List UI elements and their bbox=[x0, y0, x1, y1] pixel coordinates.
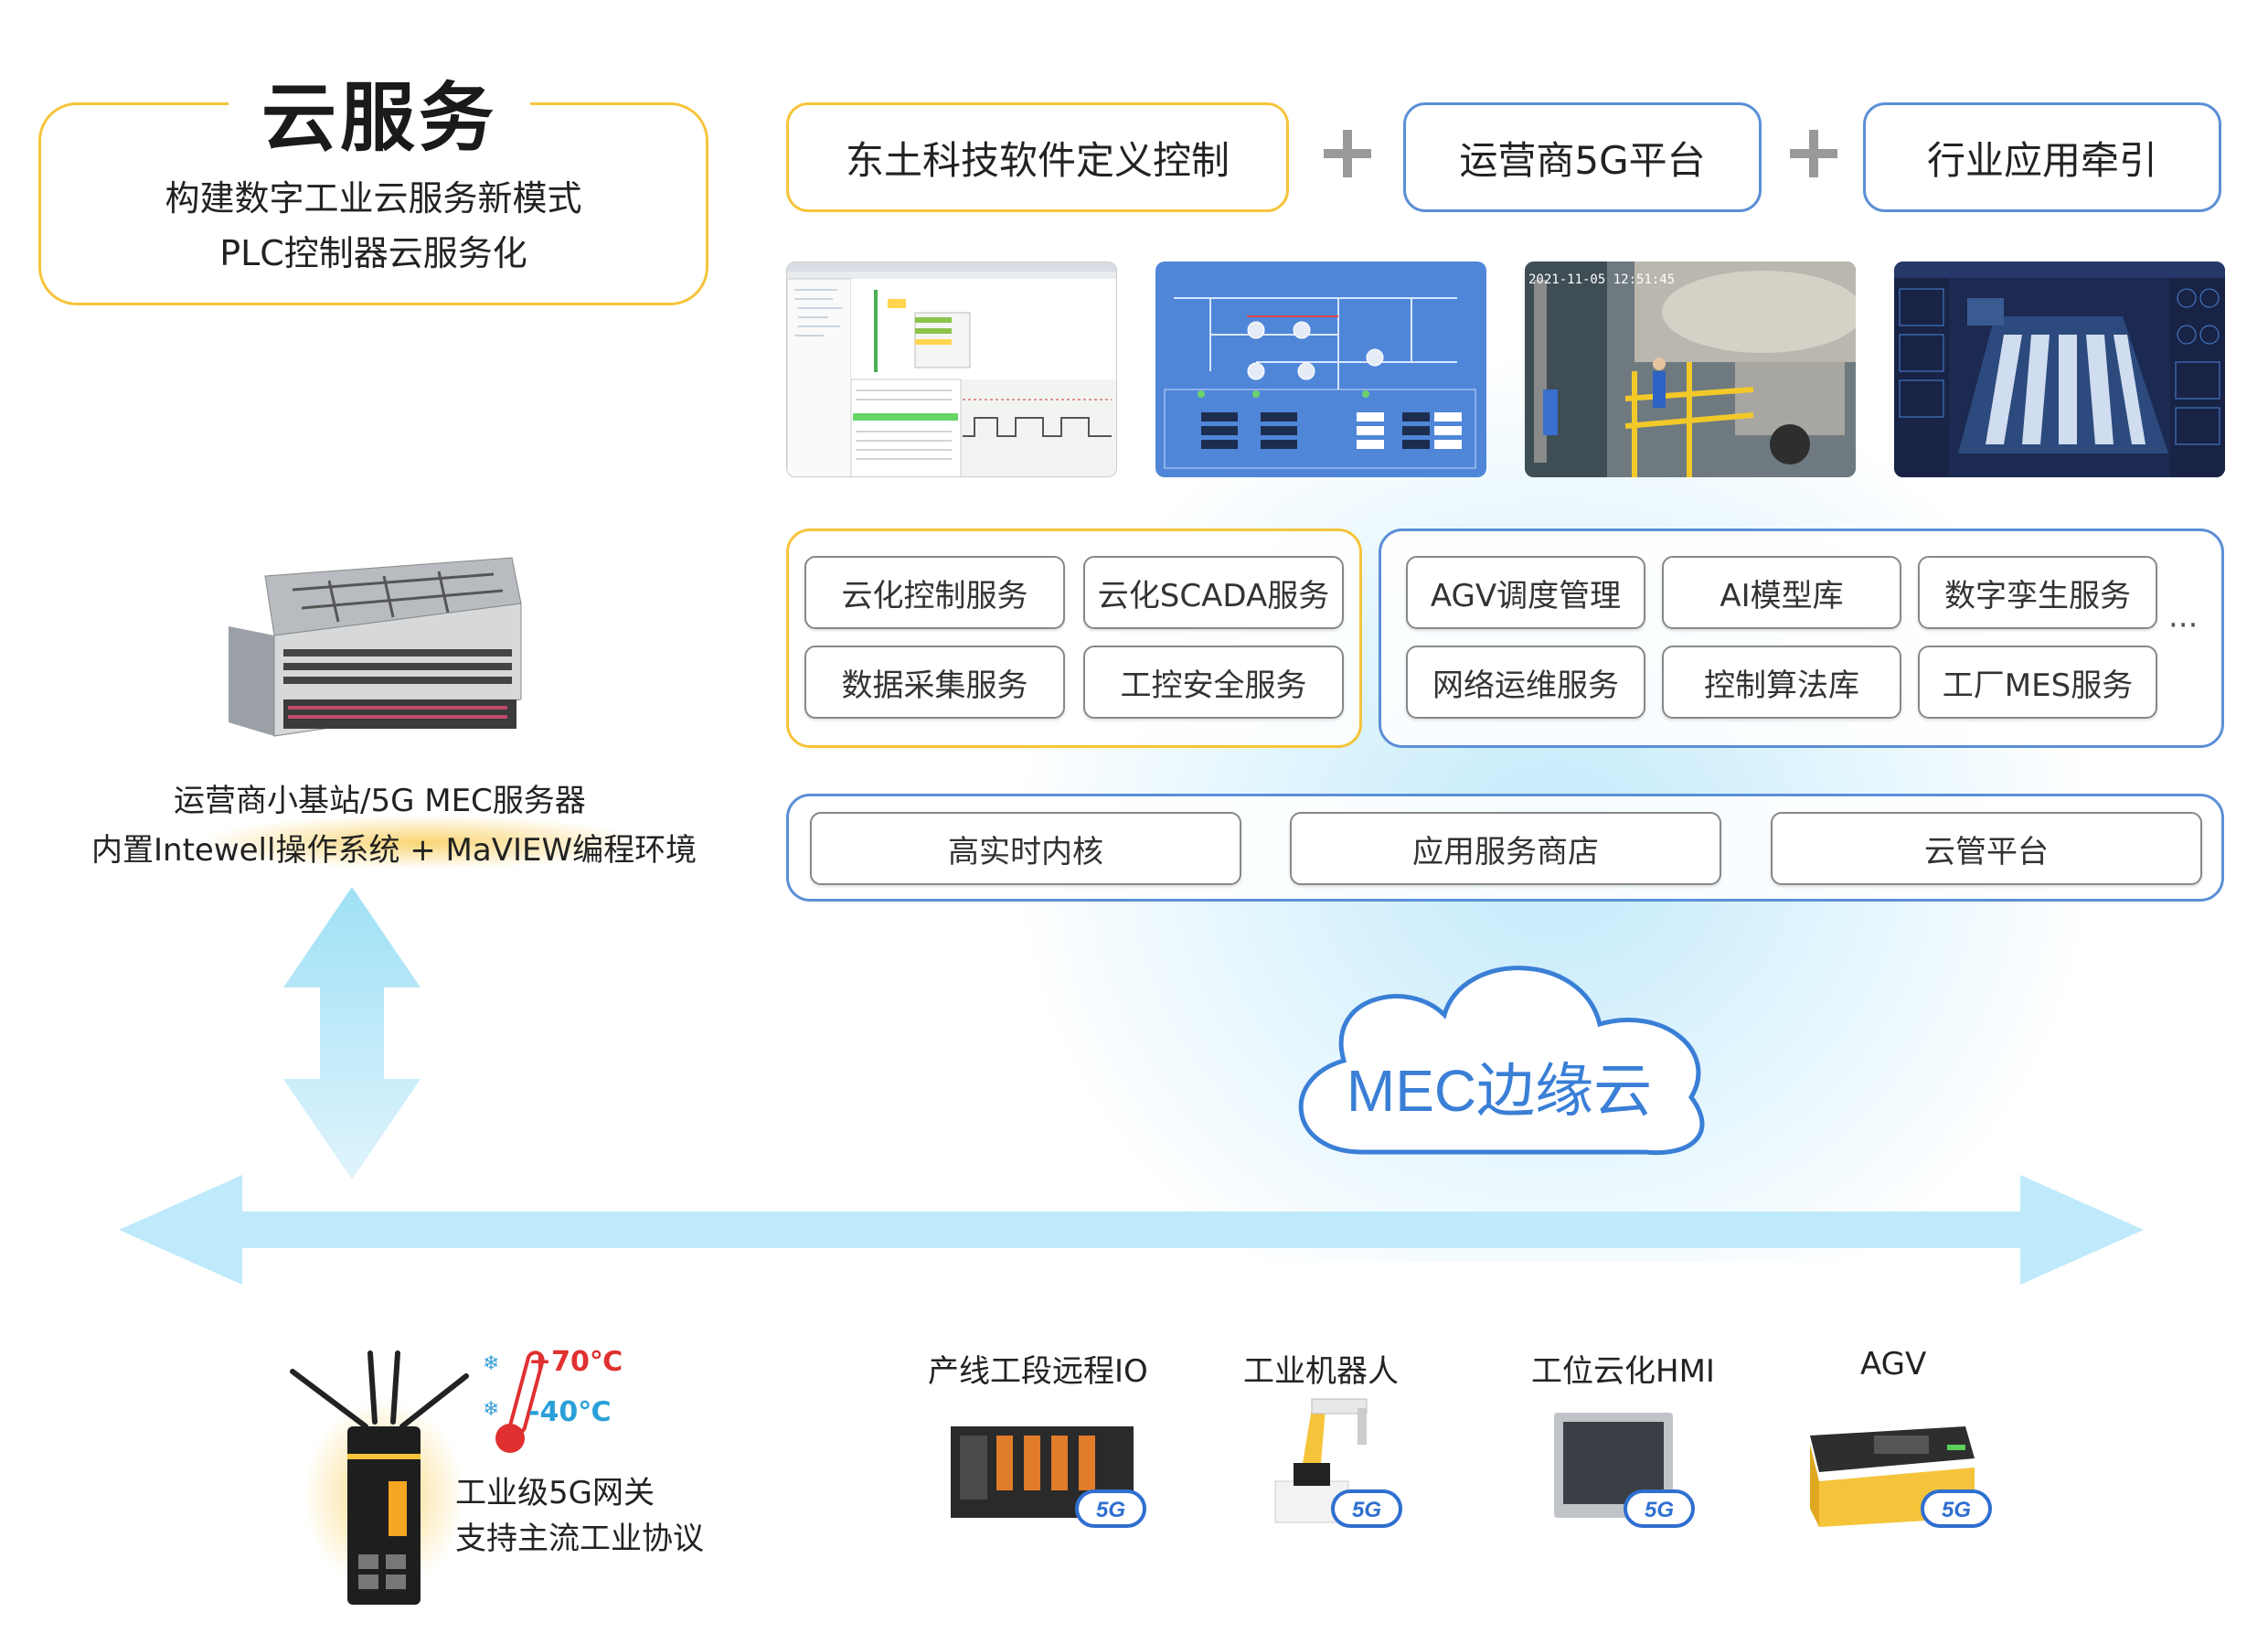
platform-label: 高实时内核 bbox=[948, 833, 1103, 870]
plus-icon bbox=[1790, 130, 1837, 177]
horizontal-double-arrow bbox=[119, 1175, 2144, 1285]
temp-high: +70℃ bbox=[528, 1346, 623, 1378]
svg-text:❄: ❄ bbox=[483, 1398, 499, 1421]
platform-label: 云管平台 bbox=[1924, 833, 2049, 870]
service-ai-model-library[interactable]: AI模型库 bbox=[1662, 556, 1901, 629]
device-label-robot: 工业机器人 bbox=[1243, 1353, 1399, 1390]
service-label: 云化控制服务 bbox=[841, 577, 1028, 614]
gateway-label-line2: 支持主流工业协议 bbox=[455, 1521, 704, 1557]
pill-operator-5g: 运营商5G平台 bbox=[1403, 102, 1762, 212]
server-label-line2: 内置Intewell操作系统 + MaVIEW编程环境 bbox=[91, 832, 697, 869]
pill-label: 运营商5G平台 bbox=[1459, 137, 1706, 183]
device-label-remote-io: 产线工段远程IO bbox=[928, 1353, 1148, 1390]
service-label: 数据采集服务 bbox=[841, 667, 1028, 704]
pill-software-defined-control: 东土科技软件定义控制 bbox=[786, 102, 1289, 212]
platform-cloud-management[interactable]: 云管平台 bbox=[1771, 812, 2202, 885]
platform-label: 应用服务商店 bbox=[1412, 833, 1599, 870]
scada-screenshot bbox=[1155, 262, 1486, 477]
scada-image bbox=[1164, 297, 1476, 469]
cloud-service-title: 云服务 bbox=[229, 57, 530, 165]
service-label: 云化SCADA服务 bbox=[1097, 577, 1330, 614]
5g-badge-icon: 5G bbox=[1624, 1489, 1695, 1528]
server-highlight-glow bbox=[210, 817, 631, 868]
plus-icon bbox=[1324, 130, 1371, 177]
5g-badge-label: 5G bbox=[1942, 1498, 1971, 1522]
service-industrial-security[interactable]: 工控安全服务 bbox=[1083, 646, 1344, 719]
thermometer-icon: ❄ ❄ bbox=[483, 1350, 545, 1453]
service-label: 控制算法库 bbox=[1704, 667, 1859, 704]
device-label-hmi: 工位云化HMI bbox=[1531, 1353, 1715, 1390]
mec-cloud-label: MEC边缘云 bbox=[1347, 1058, 1652, 1124]
service-factory-mes[interactable]: 工厂MES服务 bbox=[1918, 646, 2157, 719]
pill-label: 行业应用牵引 bbox=[1926, 137, 2157, 183]
service-label: 网络运维服务 bbox=[1432, 667, 1619, 704]
mec-cloud-icon: MEC边缘云 bbox=[1298, 966, 1705, 1156]
gateway-image bbox=[290, 1350, 469, 1605]
service-cloud-control[interactable]: 云化控制服务 bbox=[804, 556, 1065, 629]
pill-industry-application: 行业应用牵引 bbox=[1863, 102, 2221, 212]
5g-badge-icon: 5G bbox=[1331, 1489, 1402, 1528]
cloud-service-line2: PLC控制器云服务化 bbox=[219, 233, 527, 273]
surveillance-screenshot: 2021-11-05 12:51:45 bbox=[1525, 262, 1856, 477]
service-label: AGV调度管理 bbox=[1430, 577, 1622, 614]
timestamp-label: 2021-11-05 12:51:45 bbox=[1528, 272, 1675, 287]
5g-badge-icon: 5G bbox=[1921, 1489, 1992, 1528]
service-label: AI模型库 bbox=[1720, 577, 1844, 614]
svg-text:❄: ❄ bbox=[483, 1352, 499, 1375]
service-control-algorithm[interactable]: 控制算法库 bbox=[1662, 646, 1901, 719]
server-label-line1: 运营商小基站/5G MEC服务器 bbox=[174, 783, 586, 819]
service-label: 工厂MES服务 bbox=[1942, 667, 2134, 704]
digital-twin-screenshot bbox=[1894, 262, 2225, 477]
5g-badge-label: 5G bbox=[1096, 1498, 1125, 1522]
cloud-service-line1: 构建数字工业云服务新模式 bbox=[165, 178, 582, 219]
surveillance-image: 2021-11-05 12:51:45 bbox=[1525, 262, 1856, 477]
5g-badge-icon: 5G bbox=[1075, 1489, 1146, 1528]
service-agv-dispatch[interactable]: AGV调度管理 bbox=[1406, 556, 1645, 629]
gateway-label-line1: 工业级5G网关 bbox=[455, 1475, 655, 1511]
connection-arrows bbox=[119, 887, 2144, 1285]
service-label: 工控安全服务 bbox=[1120, 667, 1307, 704]
pill-label: 东土科技软件定义控制 bbox=[845, 137, 1230, 183]
more-services-ellipsis: ··· bbox=[2168, 607, 2199, 644]
service-label: 数字孪生服务 bbox=[1944, 577, 2131, 614]
device-label-agv: AGV bbox=[1860, 1346, 1927, 1382]
service-cloud-scada[interactable]: 云化SCADA服务 bbox=[1083, 556, 1344, 629]
service-data-collection[interactable]: 数据采集服务 bbox=[804, 646, 1065, 719]
platform-realtime-kernel[interactable]: 高实时内核 bbox=[810, 812, 1241, 885]
5g-badge-label: 5G bbox=[1352, 1498, 1381, 1522]
plc-ide-screenshot bbox=[786, 262, 1117, 477]
platform-app-store[interactable]: 应用服务商店 bbox=[1290, 812, 1721, 885]
mec-server-image bbox=[229, 557, 522, 737]
hmi-image bbox=[1554, 1413, 1673, 1518]
plc-ide-image bbox=[787, 262, 1116, 476]
temp-low: -40℃ bbox=[528, 1396, 612, 1428]
service-digital-twin[interactable]: 数字孪生服务 bbox=[1918, 556, 2157, 629]
digital-twin-image bbox=[1894, 262, 2225, 477]
vertical-double-arrow bbox=[283, 887, 421, 1180]
5g-badge-label: 5G bbox=[1645, 1498, 1674, 1522]
service-network-ops[interactable]: 网络运维服务 bbox=[1406, 646, 1645, 719]
